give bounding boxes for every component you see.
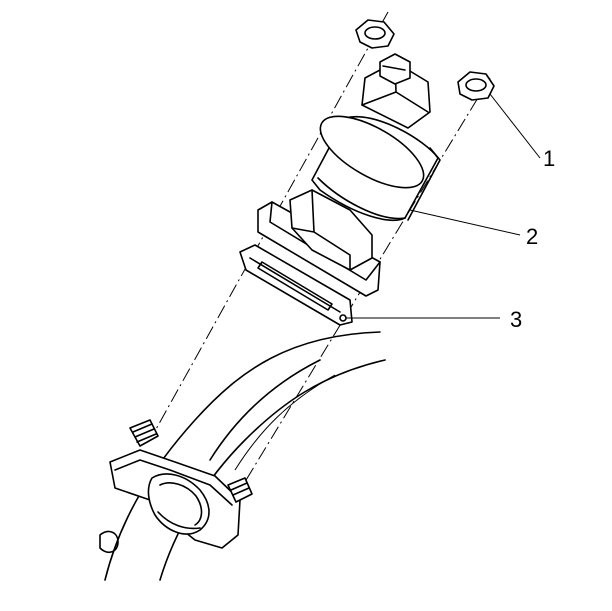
manifold-pipe bbox=[99, 331, 386, 581]
egr-valve bbox=[257, 53, 441, 297]
callout-3: 3 bbox=[510, 307, 522, 332]
leader-lines bbox=[346, 93, 541, 319]
gasket bbox=[239, 244, 353, 326]
manifold-studs bbox=[129, 419, 253, 503]
manifold-flange bbox=[109, 449, 241, 549]
callout-2: 2 bbox=[526, 224, 538, 249]
nuts bbox=[355, 19, 495, 101]
callout-1: 1 bbox=[543, 146, 555, 171]
